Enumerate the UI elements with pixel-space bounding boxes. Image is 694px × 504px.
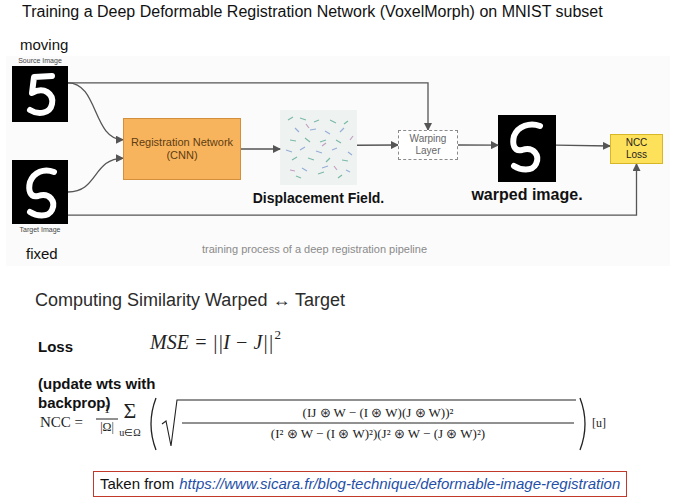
node-text: warped image.: [471, 185, 582, 204]
diagram-caption: training process of a deep registration …: [202, 243, 427, 256]
annotation: moving: [20, 36, 68, 54]
node-text: Registration Network (CNN): [130, 136, 234, 162]
connector-arrow: [68, 83, 428, 130]
image-node: Displacement Field.: [280, 110, 357, 185]
node-text: Displacement Field.: [253, 190, 384, 207]
process-box: Registration Network (CNN): [123, 118, 241, 180]
vector-strokes: [286, 128, 352, 172]
formula: [u]: [592, 416, 606, 430]
connector-arrow: [241, 148, 280, 149]
formula: (I² ⊛ W − (I ⊛ W)²)(J² ⊛ W − (J ⊛ W)²): [271, 426, 485, 441]
annotation: Loss: [38, 337, 73, 356]
node-text: NCC Loss: [619, 137, 654, 161]
formula: MSE = ||I − J||: [150, 330, 273, 354]
fraction-bar: [182, 423, 574, 424]
connector-arrow: [68, 83, 123, 140]
connector-arrow: [68, 158, 123, 192]
section-heading: Computing Similarity Warped ↔ Target: [35, 289, 345, 311]
vector-strokes: [288, 117, 348, 178]
loss-box: NCC Loss: [610, 134, 663, 164]
node-text: Warping Layer: [405, 133, 451, 157]
right-paren: [580, 398, 585, 450]
connector-arrow: [556, 144, 610, 146]
dashed-box: Warping Layer: [398, 130, 458, 160]
fraction-bar: [96, 419, 118, 420]
diagram-title: Training a Deep Deformable Registration …: [22, 2, 603, 21]
formula: 1: [104, 402, 110, 416]
left-paren: [151, 398, 156, 450]
connector-arrow: [357, 144, 398, 146]
connector-arrow: [458, 144, 498, 145]
node-text: Target Image: [20, 226, 61, 234]
superscript: 2: [274, 327, 281, 342]
digit-five: [513, 124, 540, 169]
node-text: https://www.sicara.fr/blog-technique/def…: [179, 474, 620, 494]
node-text: Taken from: [100, 474, 174, 494]
vector-strokes: [290, 124, 353, 171]
digit-five: [29, 170, 54, 215]
warped-image: [498, 115, 556, 182]
target-image: [12, 160, 68, 224]
sqrt-sign: [162, 400, 576, 446]
image-node: warped image.: [498, 115, 556, 182]
formula: (IJ ⊛ W − (I ⊛ W)(J ⊛ W))²: [303, 405, 454, 420]
image-node: Target Image: [12, 160, 68, 224]
formula: |Ω|: [100, 420, 114, 434]
image-node: Source Image: [12, 66, 68, 122]
formula: Σ: [124, 399, 137, 423]
node-text: Source Image: [18, 57, 62, 65]
digit-five: [30, 76, 52, 113]
annotation: (update wts with backprop): [38, 374, 160, 412]
displacement-field-image: [280, 110, 357, 185]
annotation: fixed: [26, 245, 58, 263]
formula: NCC =: [40, 413, 83, 431]
source-box: Taken fromhttps://www.sicara.fr/blog-tec…: [93, 471, 627, 497]
screenshot-panel: [6, 56, 670, 266]
source-image: [12, 66, 68, 122]
formula: u∈Ω: [119, 427, 140, 439]
